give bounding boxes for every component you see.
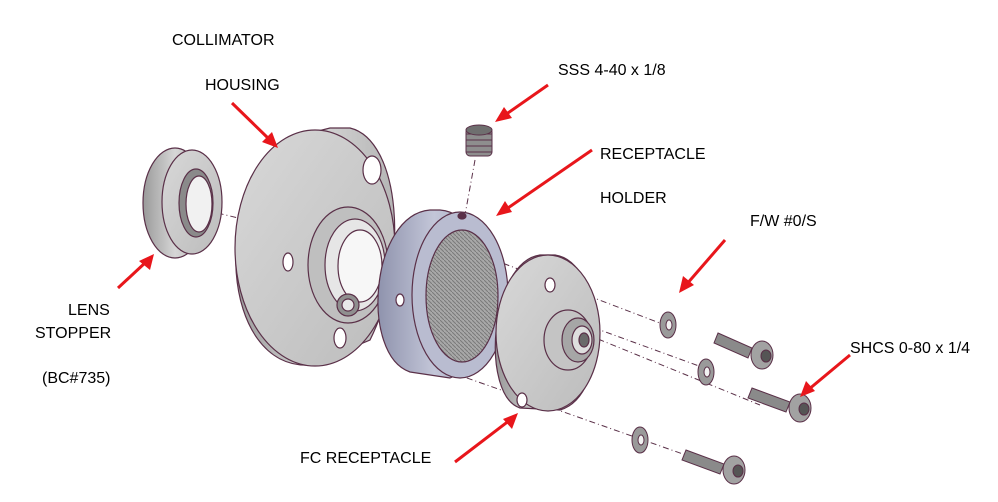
arrow-receptacle-holder [496,148,593,216]
arrow-sss [495,83,549,122]
lens-stopper-part [142,147,223,259]
label-lens: LENS [68,302,110,319]
arrow-shcs [800,353,851,397]
collimator-housing-part [234,127,396,367]
label-housing: HOUSING [205,77,280,94]
leader-arrows [116,83,851,464]
label-receptacle: RECEPTACLE [600,146,706,163]
shcs-screw-3 [681,449,746,485]
set-screw-part [465,124,493,157]
shcs-screws [681,332,812,485]
label-fc-receptacle: FC RECEPTACLE [300,450,432,467]
label-collimator: COLLIMATOR [172,32,275,49]
arrow-lens-stopper [116,254,154,290]
arrow-housing [230,101,278,148]
fc-receptacle-part [494,254,601,412]
label-sss: SSS 4-40 x 1/8 [558,62,666,79]
label-fw: F/W #0/S [750,213,817,230]
shcs-screw-1 [713,332,774,370]
arrow-fc-receptacle [454,413,518,464]
receptacle-holder-part [377,209,509,379]
washers [631,311,715,454]
arrow-fw [679,239,727,293]
label-stopper: STOPPER [35,325,112,342]
label-shcs: SHCS 0-80 x 1/4 [850,340,971,357]
shcs-screw-2 [747,387,812,423]
label-bc: (BC#735) [42,370,111,387]
label-holder: HOLDER [600,190,667,207]
